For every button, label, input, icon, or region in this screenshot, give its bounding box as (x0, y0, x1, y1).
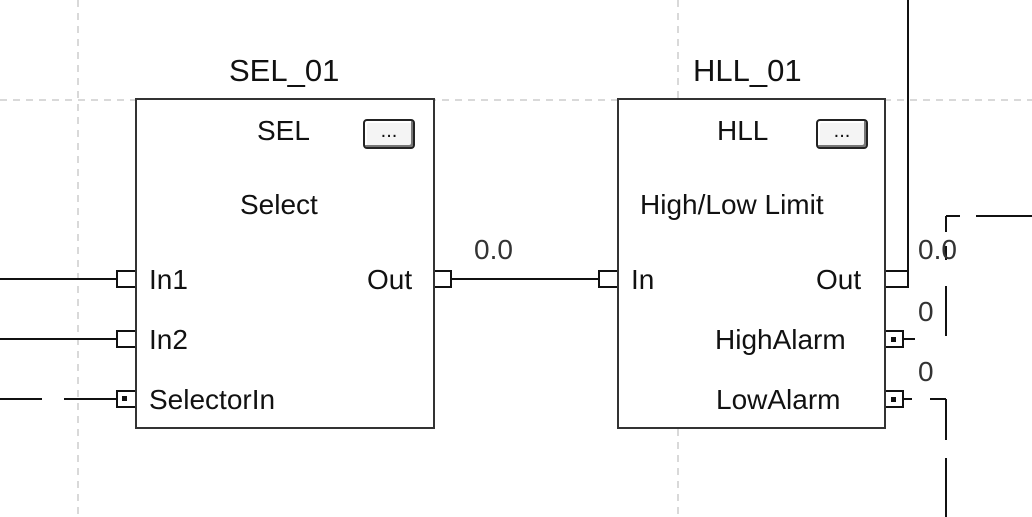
sel-pin-label-in2: In2 (149, 324, 188, 355)
sel-function-block[interactable]: SEL ... Select In1 In2 SelectorIn Out (135, 98, 435, 429)
sel-out-pin[interactable] (434, 270, 452, 288)
sel-pin-label-out: Out (367, 264, 413, 295)
hll-block-description: High/Low Limit (640, 189, 824, 220)
sel-in2-pin[interactable] (116, 330, 136, 348)
sel-block-description: Select (240, 189, 318, 220)
hll-out-value: 0.0 (918, 234, 957, 265)
sel-in1-pin[interactable] (116, 270, 136, 288)
hll-out-pin[interactable] (885, 270, 909, 288)
hll-tag-name[interactable]: HLL_01 (693, 53, 802, 88)
hll-function-block[interactable]: HLL ... High/Low Limit In Out HighAlarm … (617, 98, 886, 429)
hll-properties-button[interactable]: ... (816, 119, 868, 149)
hll-high-alarm-value: 0 (918, 296, 934, 327)
sel-block-type: SEL (257, 115, 310, 146)
sel-pin-label-selector-in: SelectorIn (149, 384, 276, 415)
hll-pin-label-out: Out (816, 264, 862, 295)
sel-pin-label-in1: In1 (149, 264, 188, 295)
hll-pin-label-high-alarm: HighAlarm (715, 324, 846, 355)
hll-pin-label-low-alarm: LowAlarm (716, 384, 841, 415)
sel-out-value: 0.0 (474, 234, 513, 265)
sel-selector-bool-marker (122, 396, 127, 401)
hll-high-alarm-bool-marker (891, 337, 896, 342)
hll-low-alarm-bool-marker (891, 397, 896, 402)
wire-alarm-routing[interactable] (930, 215, 1032, 517)
hll-block-type: HLL (717, 115, 769, 146)
sel-properties-button[interactable]: ... (363, 119, 415, 149)
sel-selector-in-pin[interactable] (116, 390, 136, 408)
hll-pin-label-in: In (631, 264, 655, 295)
hll-in-pin[interactable] (598, 270, 618, 288)
sel-tag-name[interactable]: SEL_01 (229, 53, 340, 88)
hll-low-alarm-value: 0 (918, 356, 934, 387)
